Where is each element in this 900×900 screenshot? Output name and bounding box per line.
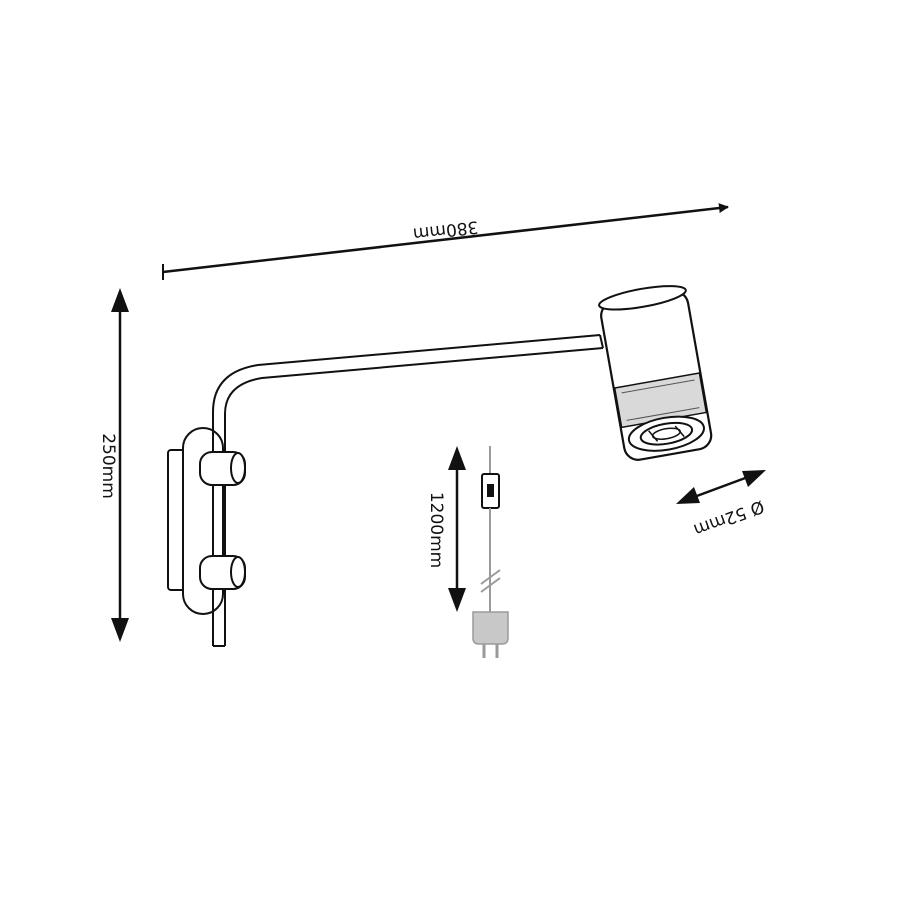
plug-icon <box>472 611 509 658</box>
cable-length-dimension-label: 1200mm <box>426 492 446 568</box>
lower-knob <box>199 555 246 590</box>
width-dimension-line <box>162 203 729 274</box>
diameter-arrow-left <box>676 487 700 504</box>
height-dimension: 250mm <box>98 288 129 642</box>
lamp-bulb-face <box>627 415 705 452</box>
width-dimension-label: 380mm <box>412 216 479 243</box>
diameter-arrow-right <box>742 470 766 487</box>
power-cord <box>472 446 509 658</box>
cable-length-arrow-bottom <box>448 588 466 612</box>
height-arrow-top <box>111 288 129 312</box>
cable-length-dimension: 1200mm <box>426 446 466 612</box>
height-dimension-label: 250mm <box>98 433 118 499</box>
lamp-head-top <box>598 285 687 311</box>
cable-length-arrow-top <box>448 446 466 470</box>
diameter-dimension: Ø 52mm <box>676 470 767 540</box>
lamp-head <box>598 285 713 461</box>
diameter-dimension-line <box>685 472 757 502</box>
lamp-arm <box>212 334 604 452</box>
height-arrow-bottom <box>111 618 129 642</box>
width-dimension: 380mm <box>162 203 729 280</box>
upper-knob <box>199 451 246 486</box>
diameter-dimension-label: Ø 52mm <box>691 496 767 540</box>
